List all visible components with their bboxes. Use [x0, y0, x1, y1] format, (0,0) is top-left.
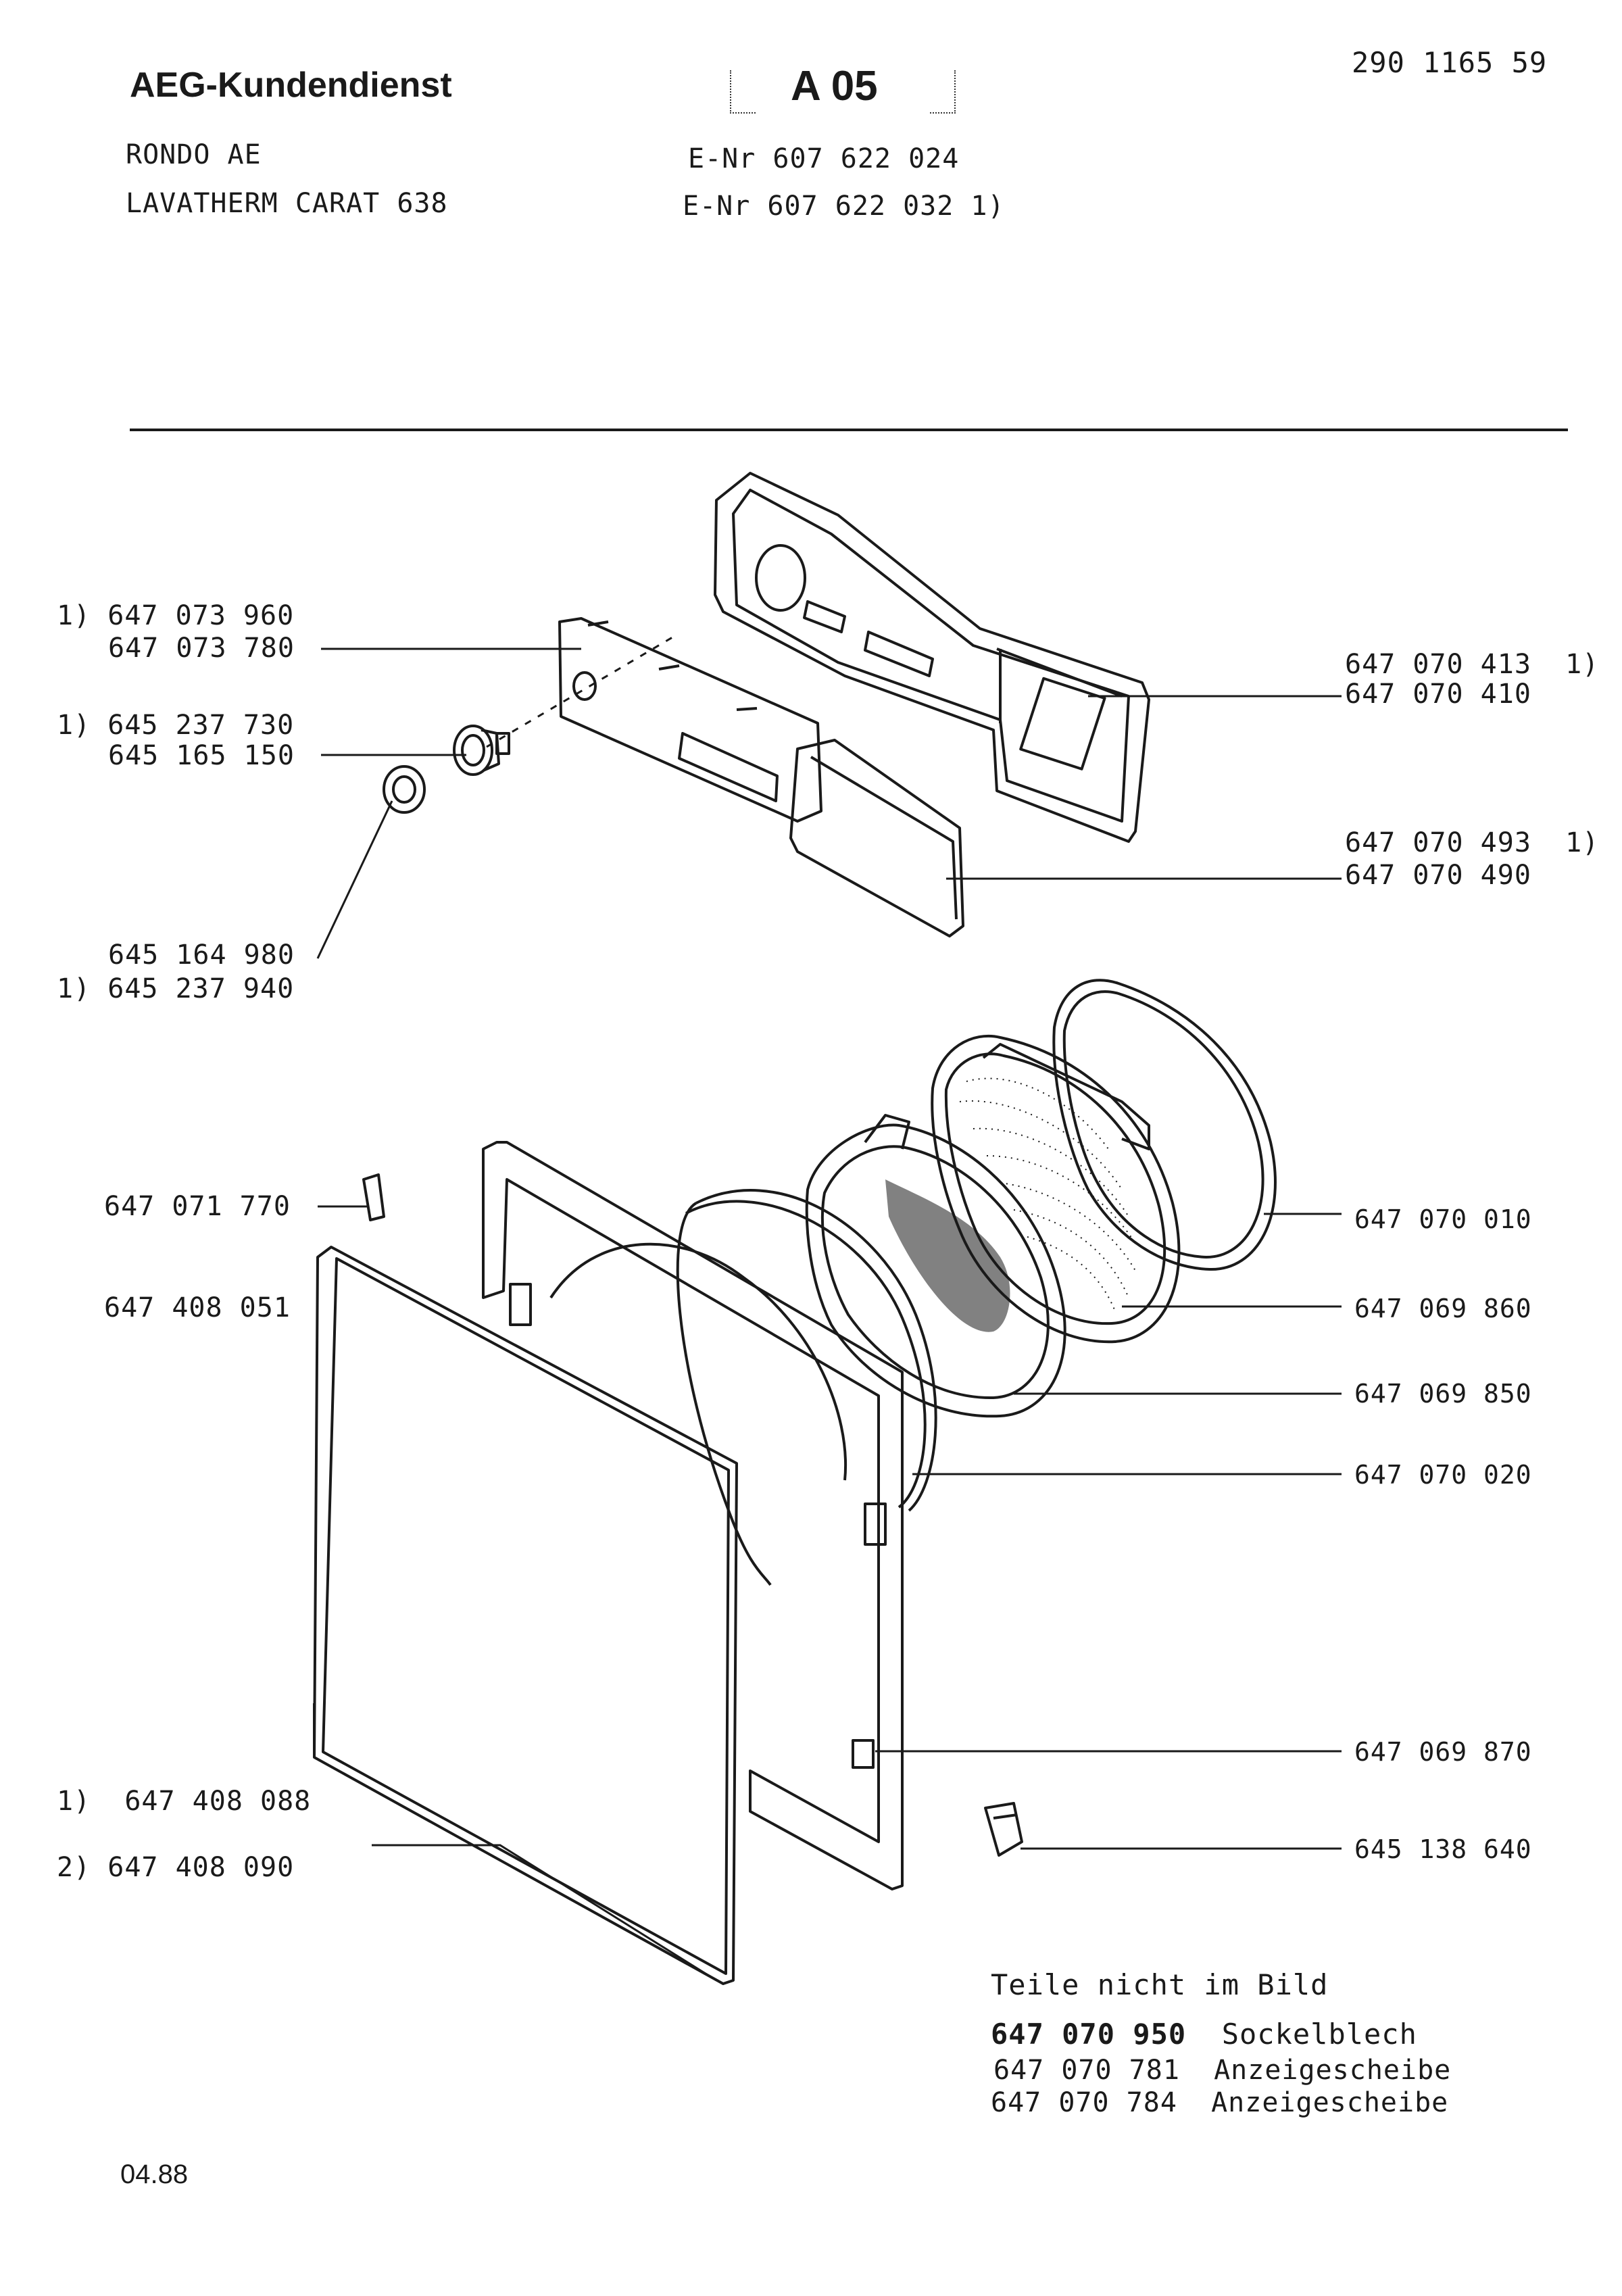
- filter-cover: [789, 739, 964, 937]
- perforation: [959, 1077, 1136, 1312]
- part-label-l4: 645 164 980: [108, 939, 295, 971]
- not-shown-item-0: 647 070 950 Sockelblech: [991, 2018, 1417, 2051]
- part-label-l9: 2) 647 408 090: [57, 1852, 295, 1883]
- filter-frame: [805, 1114, 1066, 1418]
- part-label-l1: 647 073 780: [108, 633, 295, 664]
- enr-line-2: E-Nr 607 622 032 1): [683, 191, 1005, 222]
- door-inner-frame: [482, 1141, 904, 1890]
- sheet-bracket-right: [930, 70, 956, 114]
- part-label-r2: 647 070 493 1): [1345, 827, 1600, 858]
- not-shown-heading: Teile nicht im Bild: [991, 1968, 1329, 2001]
- part-label-r6: 647 069 850: [1354, 1379, 1532, 1409]
- part-label-r7: 647 070 020: [1354, 1460, 1532, 1490]
- header-rule: [130, 429, 1568, 431]
- leader-lines: [316, 648, 1342, 1982]
- part-label-l0: 1) 647 073 960: [57, 600, 295, 631]
- hinge-clip: [362, 1173, 385, 1221]
- part-label-l7: 647 408 051: [104, 1292, 291, 1323]
- part-label-r4: 647 070 010: [1354, 1204, 1532, 1234]
- model-line-2: LAVATHERM CARAT 638: [126, 188, 448, 219]
- part-label-r1: 647 070 410: [1345, 679, 1531, 710]
- filter-seal: [1052, 979, 1277, 1271]
- model-line-1: RONDO AE: [126, 139, 262, 170]
- enr-line-1: E-Nr 607 622 024: [688, 143, 960, 174]
- door-lock: [984, 1802, 1023, 1857]
- part-label-l2: 1) 645 237 730: [57, 710, 295, 741]
- sheet-number: A 05: [791, 63, 878, 109]
- brand-title: AEG-Kundendienst: [130, 66, 452, 105]
- display-panel: [558, 617, 822, 823]
- knob-cap: [383, 765, 426, 814]
- door-front-panel: [313, 1246, 738, 1985]
- not-shown-item-2: 647 070 784 Anzeigescheibe: [991, 2087, 1449, 2118]
- part-label-r0: 647 070 413 1): [1345, 649, 1600, 680]
- part-label-l6: 647 071 770: [104, 1191, 291, 1222]
- door-gasket: [676, 1189, 937, 1586]
- part-label-r3: 647 070 490: [1345, 860, 1531, 891]
- sheet-bracket-left: [730, 70, 756, 114]
- knob: [453, 725, 510, 776]
- doc-number: 290 1165 59: [1352, 46, 1548, 79]
- issue-date: 04.88: [120, 2159, 189, 2189]
- part-label-r8: 647 069 870: [1354, 1737, 1532, 1767]
- part-label-l5: 1) 645 237 940: [57, 973, 295, 1004]
- control-panel-housing: [714, 472, 1150, 843]
- part-label-r9: 645 138 640: [1354, 1834, 1532, 1864]
- part-label-l8: 1) 647 408 088: [57, 1786, 312, 1817]
- part-label-r5: 647 069 860: [1354, 1294, 1532, 1323]
- filter-mesh: [885, 1179, 1010, 1332]
- part-label-l3: 645 165 150: [108, 740, 295, 771]
- not-shown-item-1: 647 070 781 Anzeigescheibe: [993, 2055, 1452, 2086]
